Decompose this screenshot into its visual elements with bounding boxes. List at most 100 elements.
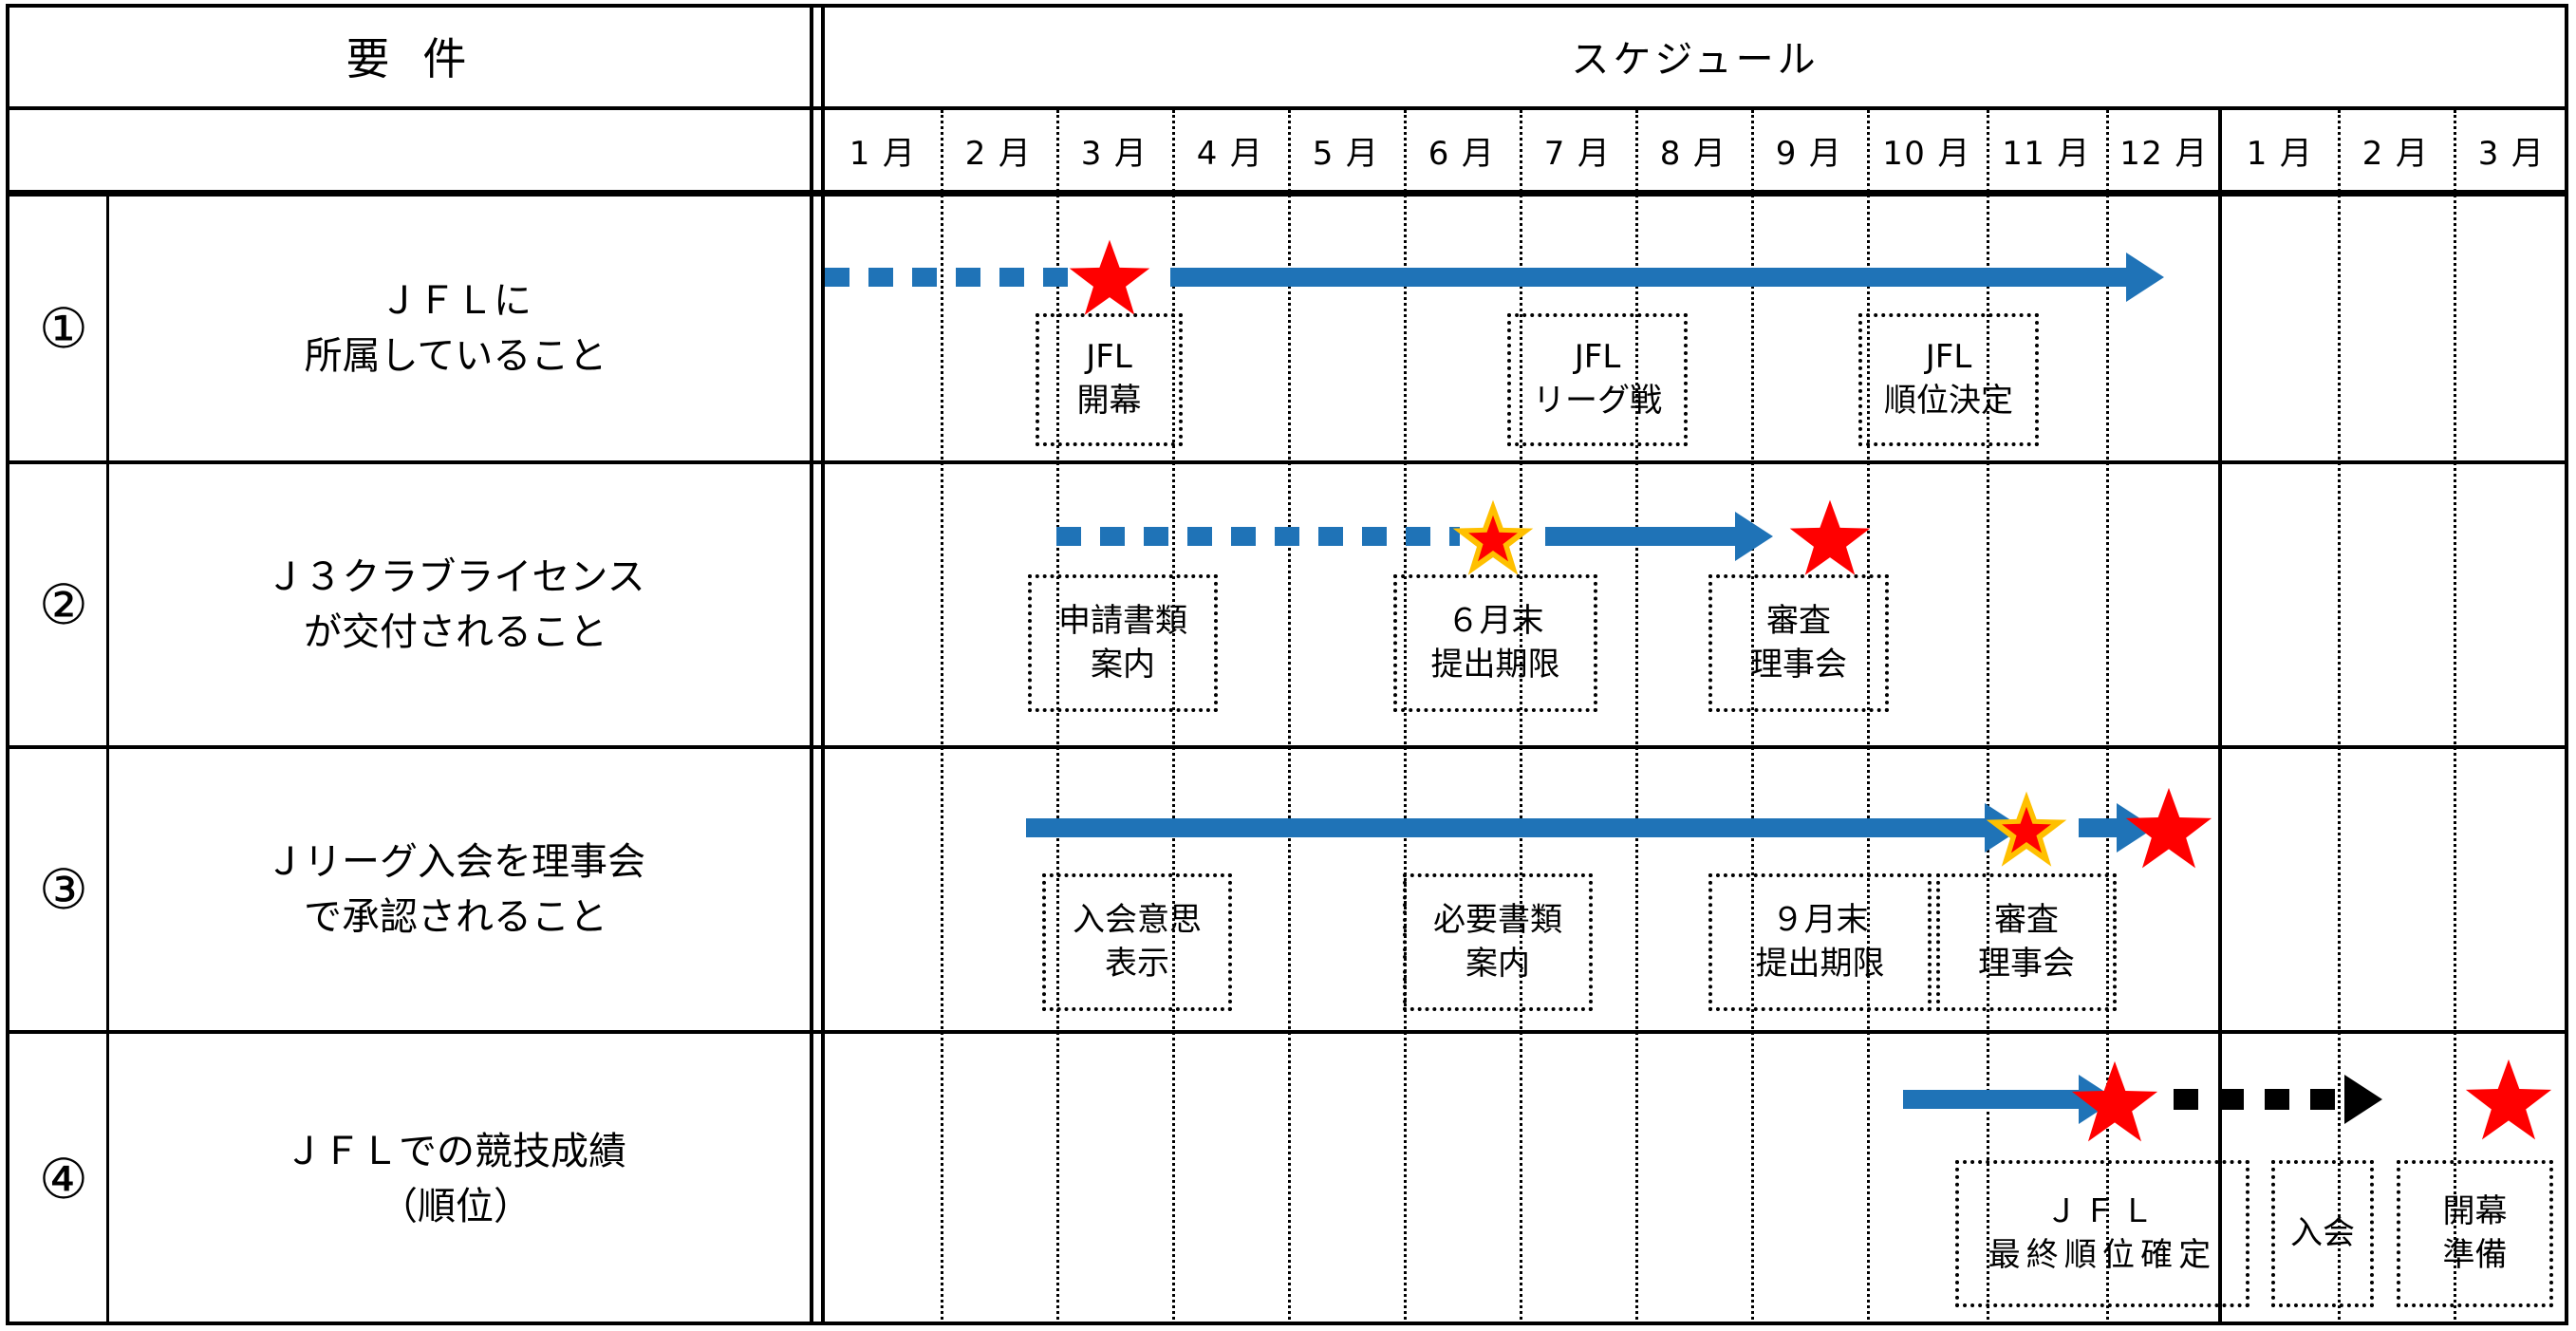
month-col-5: 5 月 xyxy=(1312,134,1380,173)
rule-requirement-right-a xyxy=(810,4,813,1325)
gridline-m4 xyxy=(1288,110,1291,1325)
row-2-dotted-bar xyxy=(1056,527,1460,546)
row-4-solid-bar xyxy=(1903,1090,2079,1109)
row-1-arrowhead-icon xyxy=(2126,253,2164,302)
row-4-label-kaimaku-junbi: 開幕 準備 xyxy=(2397,1160,2553,1307)
month-col-3: 3 月 xyxy=(1080,134,1148,173)
row-1-label-2-line-2: リーグ戦 xyxy=(1533,382,1662,420)
row-2-red-star-shinsa-rijikai xyxy=(1789,499,1871,575)
row-1-label-3-line-1: JFL xyxy=(1925,338,1972,377)
row-2-solid-bar xyxy=(1545,527,1735,546)
row-3-number: ③ xyxy=(39,857,88,922)
row-1-label-3-line-2: 順位決定 xyxy=(1884,382,2013,420)
row-4-label-nyukai: 入会 xyxy=(2271,1160,2374,1307)
gridline-m3 xyxy=(1172,110,1175,1325)
row-2-requirement-text: Ｊ３クラブライセンス が交付されること xyxy=(114,464,797,745)
row-1-red-star-jfl-kaimaku xyxy=(1069,239,1150,315)
month-col-6: 6 月 xyxy=(1428,134,1496,173)
row-2-gold-star-june-deadline xyxy=(1452,499,1534,575)
row-1-label-jfl-leaguesen: JFL リーグ戦 xyxy=(1507,313,1688,446)
row-3-label-2-line-1: 必要書類 xyxy=(1433,900,1562,939)
month-col-9: 9 月 xyxy=(1775,134,1843,173)
month-col-11: 11 月 xyxy=(2002,134,2091,173)
row-2-number: ② xyxy=(39,572,88,637)
gridline-m6 xyxy=(1520,110,1522,1325)
row-1-label-jfl-kaimaku: JFL 開幕 xyxy=(1036,313,1183,446)
row-3-label-hitsuyo-shorui: 必要書類 案内 xyxy=(1403,873,1593,1011)
row-1-requirement-text: ＪＦＬに 所属していること xyxy=(114,197,797,460)
row-3-label-2-line-2: 案内 xyxy=(1465,944,1530,983)
row-1-line-2: 所属していること xyxy=(304,334,607,378)
row-4-dotted-black-bar xyxy=(2174,1089,2349,1110)
row-2-arrowhead-icon xyxy=(1735,512,1773,561)
row-1-number: ① xyxy=(39,296,88,361)
month-col-7: 7 月 xyxy=(1543,134,1612,173)
row-1-label-1-line-2: 開幕 xyxy=(1076,382,1142,420)
row-3-line-2: で承認されること xyxy=(304,895,607,939)
month-col-8: 8 月 xyxy=(1659,134,1727,173)
month-col-4: 4 月 xyxy=(1196,134,1264,173)
rule-header2-bottom xyxy=(6,190,2568,197)
row-2-label-1-line-1: 申請書類 xyxy=(1058,601,1187,640)
gridline-m2 xyxy=(1056,110,1059,1325)
rule-row3-bottom xyxy=(6,1030,2568,1034)
rule-year-boundary xyxy=(2218,110,2222,1325)
row-2-label-3-line-1: 審査 xyxy=(1766,601,1831,640)
gridline-m9 xyxy=(1867,110,1870,1325)
row-3-red-star-shinsa-rijikai xyxy=(2125,787,2212,869)
rule-header1-bottom xyxy=(6,106,2568,110)
row-1-label-2-line-1: JFL xyxy=(1574,338,1621,377)
gridline-m11 xyxy=(2106,110,2109,1325)
row-4-label-2-line-1: 入会 xyxy=(2290,1213,2355,1252)
row-1-dotted-bar xyxy=(825,268,1076,287)
month-col-10: 10 月 xyxy=(1882,134,1971,173)
row-3-label-1-line-2: 表示 xyxy=(1105,944,1169,983)
month-col-2: 2 月 xyxy=(964,134,1033,173)
row-1-solid-bar xyxy=(1170,268,2126,287)
row-4-line-1: ＪＦＬでの競技成績 xyxy=(285,1129,626,1173)
row-2-label-2-line-2: 提出期限 xyxy=(1430,645,1560,684)
row-2-label-1-line-2: 案内 xyxy=(1091,645,1155,684)
row-4-label-1-line-2: 最終順位確定 xyxy=(1988,1235,2217,1274)
row-2-label-3-line-2: 理事会 xyxy=(1750,645,1847,684)
row-3-label-nyukai-ishi: 入会意思 表示 xyxy=(1042,873,1232,1011)
rule-requirement-right-b xyxy=(821,4,825,1325)
month-col-1: 1 月 xyxy=(849,134,917,173)
header-requirement-title: 要 件 xyxy=(345,33,476,84)
gridline-m13 xyxy=(2338,110,2341,1325)
gridline-m7 xyxy=(1635,110,1638,1325)
gridline-m10 xyxy=(1987,110,1989,1325)
row-3-gold-star-sept-deadline xyxy=(1986,791,2067,867)
row-4-label-jfl-final-rank: ＪＦＬ 最終順位確定 xyxy=(1955,1160,2249,1307)
month-col-15: 3 月 xyxy=(2477,134,2546,173)
row-4-red-star-kaimaku-junbi xyxy=(2465,1059,2552,1140)
row-3-label-4-line-2: 理事会 xyxy=(1978,944,2075,983)
row-2-label-shinsa-rijikai: 審査 理事会 xyxy=(1708,574,1889,712)
rule-reqnum-right xyxy=(106,197,109,1325)
row-1-label-1-line-1: JFL xyxy=(1086,338,1132,377)
row-2-line-2: が交付されること xyxy=(304,610,607,654)
row-3-label-3-line-2: 提出期限 xyxy=(1755,944,1885,983)
row-2-label-june-deadline: ６月末 提出期限 xyxy=(1393,574,1597,712)
month-col-14: 2 月 xyxy=(2361,134,2430,173)
month-col-13: 1 月 xyxy=(2246,134,2314,173)
row-2-label-2-line-1: ６月末 xyxy=(1447,601,1544,640)
row-4-label-3-line-1: 開幕 xyxy=(2442,1191,2508,1230)
row-3-label-1-line-1: 入会意思 xyxy=(1073,900,1202,939)
row-4-requirement-text: ＪＦＬでの競技成績 （順位） xyxy=(114,1034,797,1323)
row-3-label-sept-deadline: ９月末 提出期限 xyxy=(1708,873,1932,1011)
row-3-solid-bar xyxy=(1026,818,1985,837)
row-2-label-shinsei-shorui: 申請書類 案内 xyxy=(1028,574,1218,712)
gridline-m5 xyxy=(1404,110,1407,1325)
gridline-m8 xyxy=(1751,110,1754,1325)
row-3-label-3-line-1: ９月末 xyxy=(1771,900,1869,939)
row-2-line-1: Ｊ３クラブライセンス xyxy=(266,555,645,599)
row-4-line-2: （順位） xyxy=(380,1184,532,1228)
row-3-label-4-line-1: 審査 xyxy=(1994,900,2059,939)
row-3-line-1: Ｊリーグ入会を理事会 xyxy=(266,840,645,884)
row-4-label-1-line-1: ＪＦＬ xyxy=(2044,1191,2160,1230)
row-4-number: ④ xyxy=(39,1146,88,1211)
row-4-label-3-line-2: 準備 xyxy=(2442,1235,2508,1274)
row-3-solid-bar-short xyxy=(2079,818,2117,837)
